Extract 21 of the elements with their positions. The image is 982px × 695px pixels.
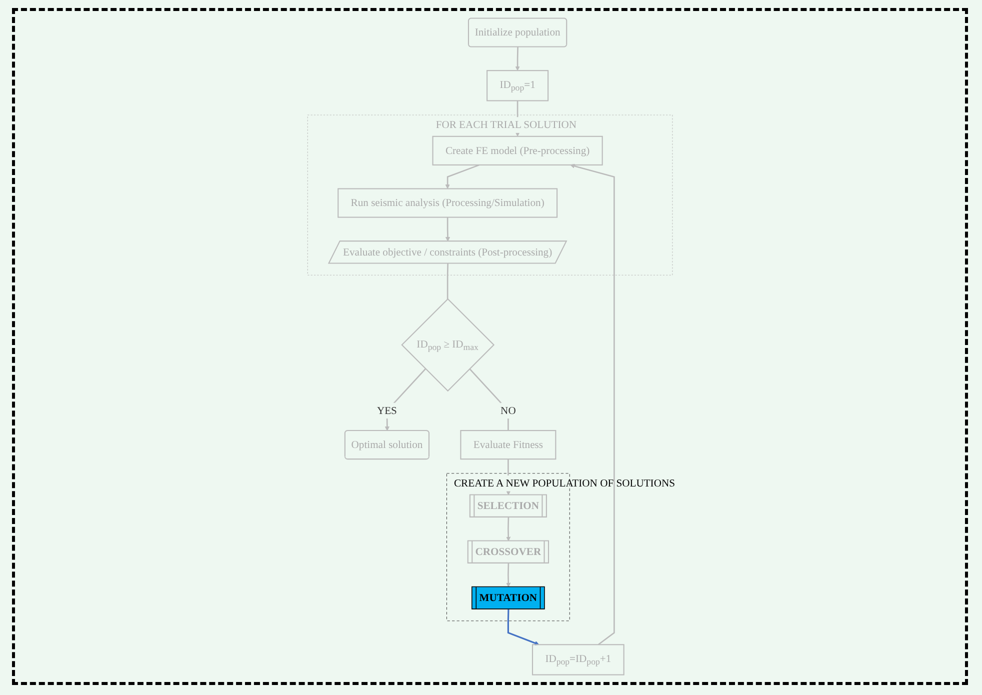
arrow	[445, 164, 480, 189]
node-box: ID$_{pop}$=ID$_{pop}$+1	[532, 644, 624, 676]
node-label: CREATE A NEW POPULATION OF SOLUTIONS	[454, 478, 675, 490]
node-text: Initialize population	[474, 26, 560, 38]
arrow	[506, 517, 511, 542]
connector	[469, 368, 509, 431]
arrow	[506, 563, 511, 588]
arrow	[445, 217, 450, 242]
node-box: Create FE model (Pre-processing)	[432, 136, 603, 166]
edge-label: YES	[376, 404, 397, 417]
node-box: Evaluate Fitness	[460, 430, 556, 460]
arrow	[384, 368, 426, 431]
edge-label: NO	[500, 404, 516, 417]
node-diamond: ID$_{pop}$ ≥ ID$_{max}$	[401, 298, 495, 392]
arrow	[570, 164, 615, 646]
node-box: Run seismic analysis (Processing/Simulation)	[338, 188, 558, 218]
arrow	[515, 47, 520, 71]
node-text: Optimal solution	[351, 438, 423, 451]
arrow	[507, 609, 540, 646]
node-box: ID$_{pop}$=1	[486, 70, 549, 102]
connector	[446, 264, 448, 299]
